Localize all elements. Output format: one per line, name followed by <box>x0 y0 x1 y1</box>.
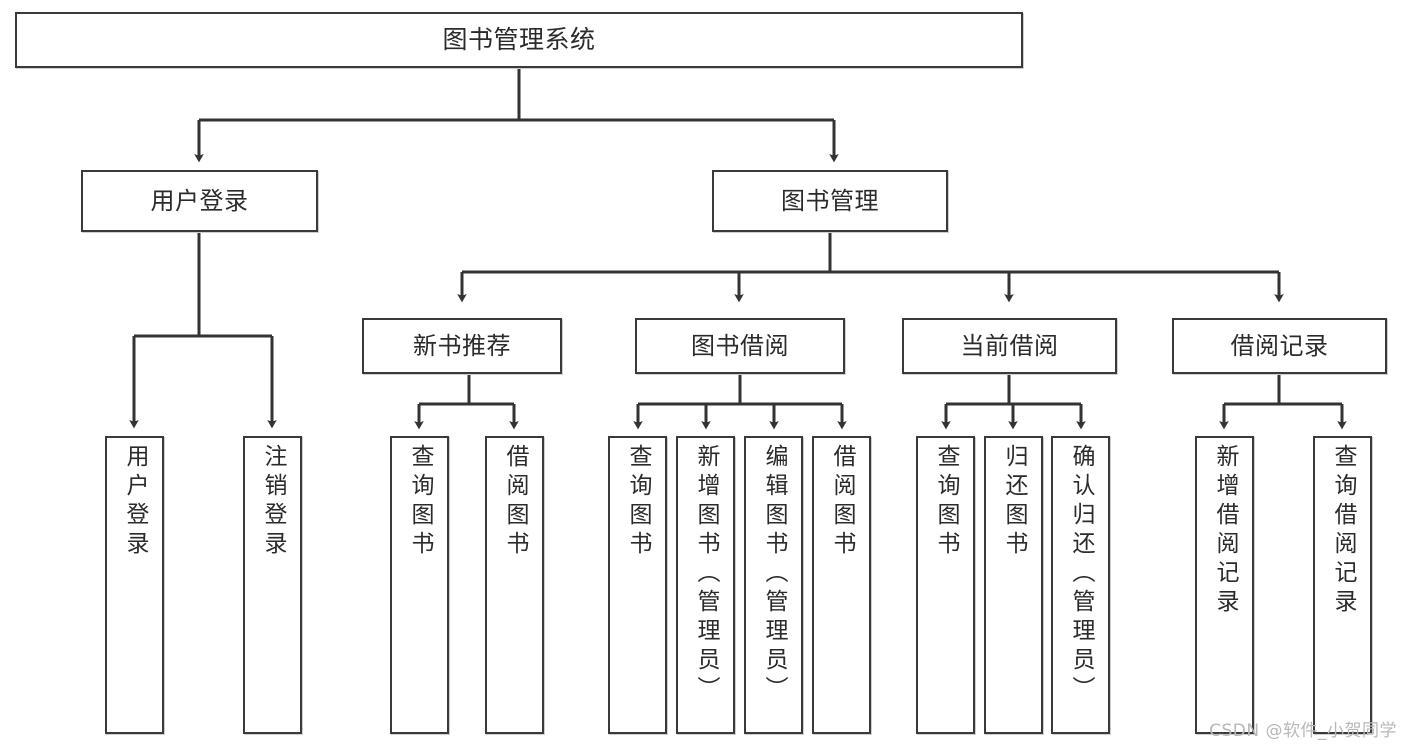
node-label: 确认归还（管理员） <box>1068 444 1094 705</box>
node-label: 新增借阅记录 <box>1212 444 1238 618</box>
node-label: 借阅图书 <box>829 444 855 560</box>
node-label: 用户登录 <box>150 186 249 215</box>
csdn-watermark: CSDN @软件_小贺同学 <box>1209 721 1397 741</box>
leaf-book-borrow-query-book[interactable]: 查询图书 <box>608 436 667 734</box>
node-label: 新增图书（管理员） <box>693 444 719 705</box>
leaf-book-borrow-borrow-book[interactable]: 借阅图书 <box>812 436 871 734</box>
node-label: 查询图书 <box>933 444 959 560</box>
node-label: 编辑图书（管理员） <box>761 444 787 705</box>
leaf-current-borrow-return-book[interactable]: 归还图书 <box>984 436 1043 734</box>
node-label: 借阅记录 <box>1230 331 1329 360</box>
node-new-book-recommendation[interactable]: 新书推荐 <box>362 318 562 374</box>
leaf-user-login-logout[interactable]: 注销登录 <box>243 436 302 734</box>
node-label: 查询图书 <box>625 444 651 560</box>
node-label: 用户登录 <box>122 444 148 560</box>
node-user-login[interactable]: 用户登录 <box>81 170 318 232</box>
leaf-borrow-record-query-record[interactable]: 查询借阅记录 <box>1313 436 1372 734</box>
node-root-book-management-system[interactable]: 图书管理系统 <box>15 12 1023 68</box>
node-label: 注销登录 <box>260 444 286 560</box>
leaf-user-login-login[interactable]: 用户登录 <box>105 436 164 734</box>
leaf-new-book-borrow-book[interactable]: 借阅图书 <box>485 436 544 734</box>
node-label: 查询借阅记录 <box>1330 444 1356 618</box>
node-label: 查询图书 <box>407 444 433 560</box>
node-label: 当前借阅 <box>960 331 1059 360</box>
node-label: 图书管理系统 <box>442 25 596 55</box>
node-borrow-record[interactable]: 借阅记录 <box>1172 318 1387 374</box>
node-label: 归还图书 <box>1001 444 1027 560</box>
node-book-management[interactable]: 图书管理 <box>712 170 948 232</box>
node-label: 借阅图书 <box>502 444 528 560</box>
leaf-current-borrow-query-book[interactable]: 查询图书 <box>916 436 975 734</box>
leaf-current-borrow-confirm-return-admin[interactable]: 确认归还（管理员） <box>1051 436 1110 734</box>
leaf-borrow-record-add-record[interactable]: 新增借阅记录 <box>1195 436 1254 734</box>
node-current-borrow[interactable]: 当前借阅 <box>902 318 1117 374</box>
node-book-borrow[interactable]: 图书借阅 <box>635 318 845 374</box>
node-label: 图书管理 <box>781 186 879 215</box>
node-label: 新书推荐 <box>413 331 511 360</box>
leaf-new-book-query-book[interactable]: 查询图书 <box>390 436 449 734</box>
leaf-book-borrow-add-book-admin[interactable]: 新增图书（管理员） <box>676 436 735 734</box>
node-label: 图书借阅 <box>691 331 789 360</box>
leaf-book-borrow-edit-book-admin[interactable]: 编辑图书（管理员） <box>744 436 803 734</box>
